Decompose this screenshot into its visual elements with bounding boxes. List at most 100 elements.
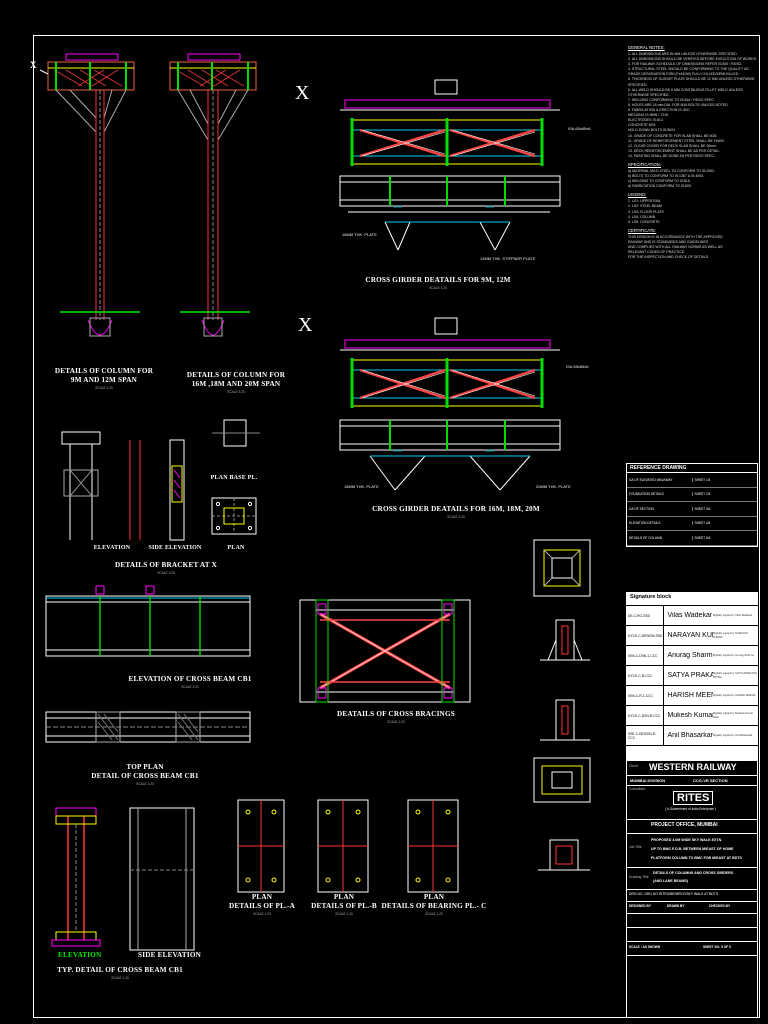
- cross-girder-9m-title: CROSS GIRDER DEATAILS FOR 9M, 12M: [365, 276, 511, 284]
- cross-girder-16m-scale: SCALE 1:20: [447, 515, 465, 519]
- drawing-caption: Drawing Title: [629, 875, 649, 879]
- rule: [627, 913, 757, 914]
- column-16m-scale: SCALE 1:20: [227, 390, 245, 394]
- note-line: RAILWAY AND IS STANDARDS AND GUIDELINES: [628, 239, 709, 244]
- elevation-cb1-title: ELEVATION OF CROSS BEAM CB1: [128, 675, 252, 683]
- dim-1200-c: 1200: [393, 448, 402, 453]
- rule: [627, 833, 757, 834]
- column-marker-x: X: [30, 60, 37, 70]
- note-line: 3. LS3: FLOOR PLATE: [628, 209, 664, 214]
- certificate-heading: CERTIFICATE:: [628, 227, 657, 233]
- digital-signature-note: Digitally signed by HARISH MEENA: [712, 693, 756, 697]
- note-line: RELEVANT CODES OF PRACTICE.: [628, 250, 686, 255]
- plate-20-label: 20MM THK. PLATE: [536, 484, 571, 489]
- client-caption: Client: [629, 764, 638, 768]
- note-line: 8. HOLES ARE 18 mm DIA. FOR M16 BOLTS UN…: [628, 102, 729, 107]
- specification-heading: SPECIFICATION:: [628, 161, 661, 167]
- signature-name: Mukesh Kumar Patel: [667, 712, 713, 719]
- note-line: d) FABRICATION CONFORM TO IS:800.: [628, 184, 692, 189]
- cross-girder-16m-title: CROSS GIRDER DEATAILS FOR 16M, 18M, 20M: [372, 505, 540, 513]
- digital-signature-note: Digitally signed by Mukesh Kumar Patel: [712, 712, 754, 719]
- column-16m-title-2: 16M ,18M AND 20M SPAN: [191, 380, 281, 388]
- job-caption: Job Title: [629, 845, 642, 849]
- typ-detail-cb1-title: TYP. DETAIL OF CROSS BEAM CB1: [57, 966, 183, 974]
- signature-designation: DYCE-C-DSN-R-CCC: [626, 706, 665, 725]
- reference-row: FOUNDATION DETAILS SHEET 2/4: [627, 488, 758, 502]
- cross-bracings-scale: SCALE 1:20: [387, 720, 405, 724]
- signature-name: Vilas Wadekar: [667, 612, 713, 619]
- rule: [627, 867, 757, 868]
- elevation-green-label: ELEVATION: [58, 951, 102, 959]
- reference-cell: GA OF ELEVATED WALKWAY: [629, 477, 673, 482]
- top-plan-cb1-drawing: [45, 711, 251, 743]
- plate-18-label: 18MM THK. PLATE: [344, 484, 379, 489]
- plate-16-label-a: 16MM THK. PLATE: [342, 232, 377, 237]
- scale-field: SCALE : AS SHOWN: [629, 945, 661, 949]
- consultant-subtitle: ( A Government of India Enterprise ): [665, 807, 716, 811]
- note-line: a) MATERIAL MILD STEEL TO CONFORM TO IS:…: [628, 168, 715, 173]
- signature-name: Anurag Sharma: [667, 652, 713, 659]
- reference-cell: FOUNDATION DETAILS: [629, 492, 664, 497]
- dim-1200-d: 1200: [485, 448, 494, 453]
- rule: [627, 785, 757, 786]
- general-notes-list: 1. ALL DIMENSIONS ARE IN MM UNLESS OTHER…: [628, 52, 756, 159]
- pl-b-title-1: PLAN: [333, 893, 355, 901]
- note-line: 2. LS2: STEEL BEAM: [628, 204, 662, 209]
- drawn-by: DRAWN BY: [667, 904, 685, 908]
- pl-b-title-2: DETAILS OF PL.-B: [311, 902, 377, 910]
- sheet-number: SHEET NO. 5 OF 5: [703, 945, 731, 949]
- pl-c-title-1: PLAN: [423, 893, 445, 901]
- consultant-caption: Consultant: [629, 787, 646, 791]
- cross-girder-9m-drawing: [339, 79, 561, 251]
- dim-1200-a: 1200: [393, 204, 402, 209]
- pl-a-title-2: DETAILS OF PL.-A: [228, 902, 296, 910]
- note-line: 2. ALL DIMENSIONS SHOULD BE VERIFIED BEF…: [628, 57, 756, 62]
- typ-detail-cb1-scale: SCALE 1:20: [111, 976, 129, 980]
- drawing-number: DRG.NO. DRG NO RITES/BE/MRVC/SKY WALK AT…: [629, 892, 719, 896]
- bracket-drawing: [61, 419, 260, 541]
- signature-designation: DYCE-C-R-CCC: [626, 666, 665, 685]
- bracket-scale: SCALE 1:20: [157, 571, 175, 575]
- rule: [627, 889, 757, 890]
- top-plan-title: TOP PLAN: [126, 763, 164, 771]
- rule: [627, 901, 757, 902]
- note-line: 4. LS4: COLUMN: [628, 214, 656, 219]
- client-name: WESTERN RAILWAY: [649, 762, 737, 772]
- pl-c-title-2: DETAILS OF BEARING PL.- C: [381, 902, 487, 910]
- signature-designation: DYCE-C-DESIGN-SSD: [626, 626, 665, 645]
- bracket-plan-label: PLAN: [227, 545, 245, 551]
- signature-designation: XEN-C-R-1-CCC: [626, 686, 665, 705]
- signature-name: NARAYAN KUMAR: [667, 632, 712, 639]
- note-line: 3. FOR RAILWAY SCHEDULE OF DIMENSIONS RE…: [628, 62, 743, 67]
- signature-designation: DE-C-RO-SSD: [626, 606, 665, 625]
- project-office: PROJECT OFFICE, MUMBAI: [651, 822, 718, 828]
- note-line: 13. DECK REINFORCEMENT SHALL BE AS PER D…: [628, 148, 721, 153]
- job-title-3: PLATFORM COLUMN TO BMC FOB M/EAST AT BDT…: [651, 856, 742, 860]
- signature-designation: SSE-C-DESIGN-R-CCC: [626, 726, 665, 745]
- specification-list: a) MATERIAL MILD STEEL TO CONFORM TO IS:…: [628, 169, 756, 189]
- rule: [627, 941, 757, 942]
- rule: [627, 819, 757, 820]
- cross-bracings-title: DEATAILS OF CROSS BRACINGS: [337, 710, 455, 718]
- rule: [627, 927, 757, 928]
- note-line: HOLD DOWN BOLTS IS:5624: [628, 128, 676, 133]
- pl-a-scale: SCALE 1:20: [253, 912, 271, 916]
- section: CCG-VR SECTION: [693, 778, 728, 783]
- column-16m-title-1: DETAILS OF COLUMN FOR: [186, 371, 286, 379]
- pl-b-scale: SCALE 1:20: [335, 912, 353, 916]
- note-line: 4. STRUCTURAL STEEL SHOULD BE CONFORMING…: [628, 67, 749, 72]
- note-line: ELECTRODES IS:814: [628, 118, 663, 123]
- plan-base-pl-label: PLAN BASE PL.: [210, 475, 258, 481]
- reference-cell: SHEET 2/4: [691, 492, 758, 497]
- note-line: 11. GRADE OF REINFORCEMENT STEEL SHALL B…: [628, 138, 725, 143]
- division: MUMBAI DIVISION: [630, 778, 666, 783]
- note-line: SPECIFIED.: [628, 82, 648, 87]
- designed-by: DESIGNED BY: [629, 904, 651, 908]
